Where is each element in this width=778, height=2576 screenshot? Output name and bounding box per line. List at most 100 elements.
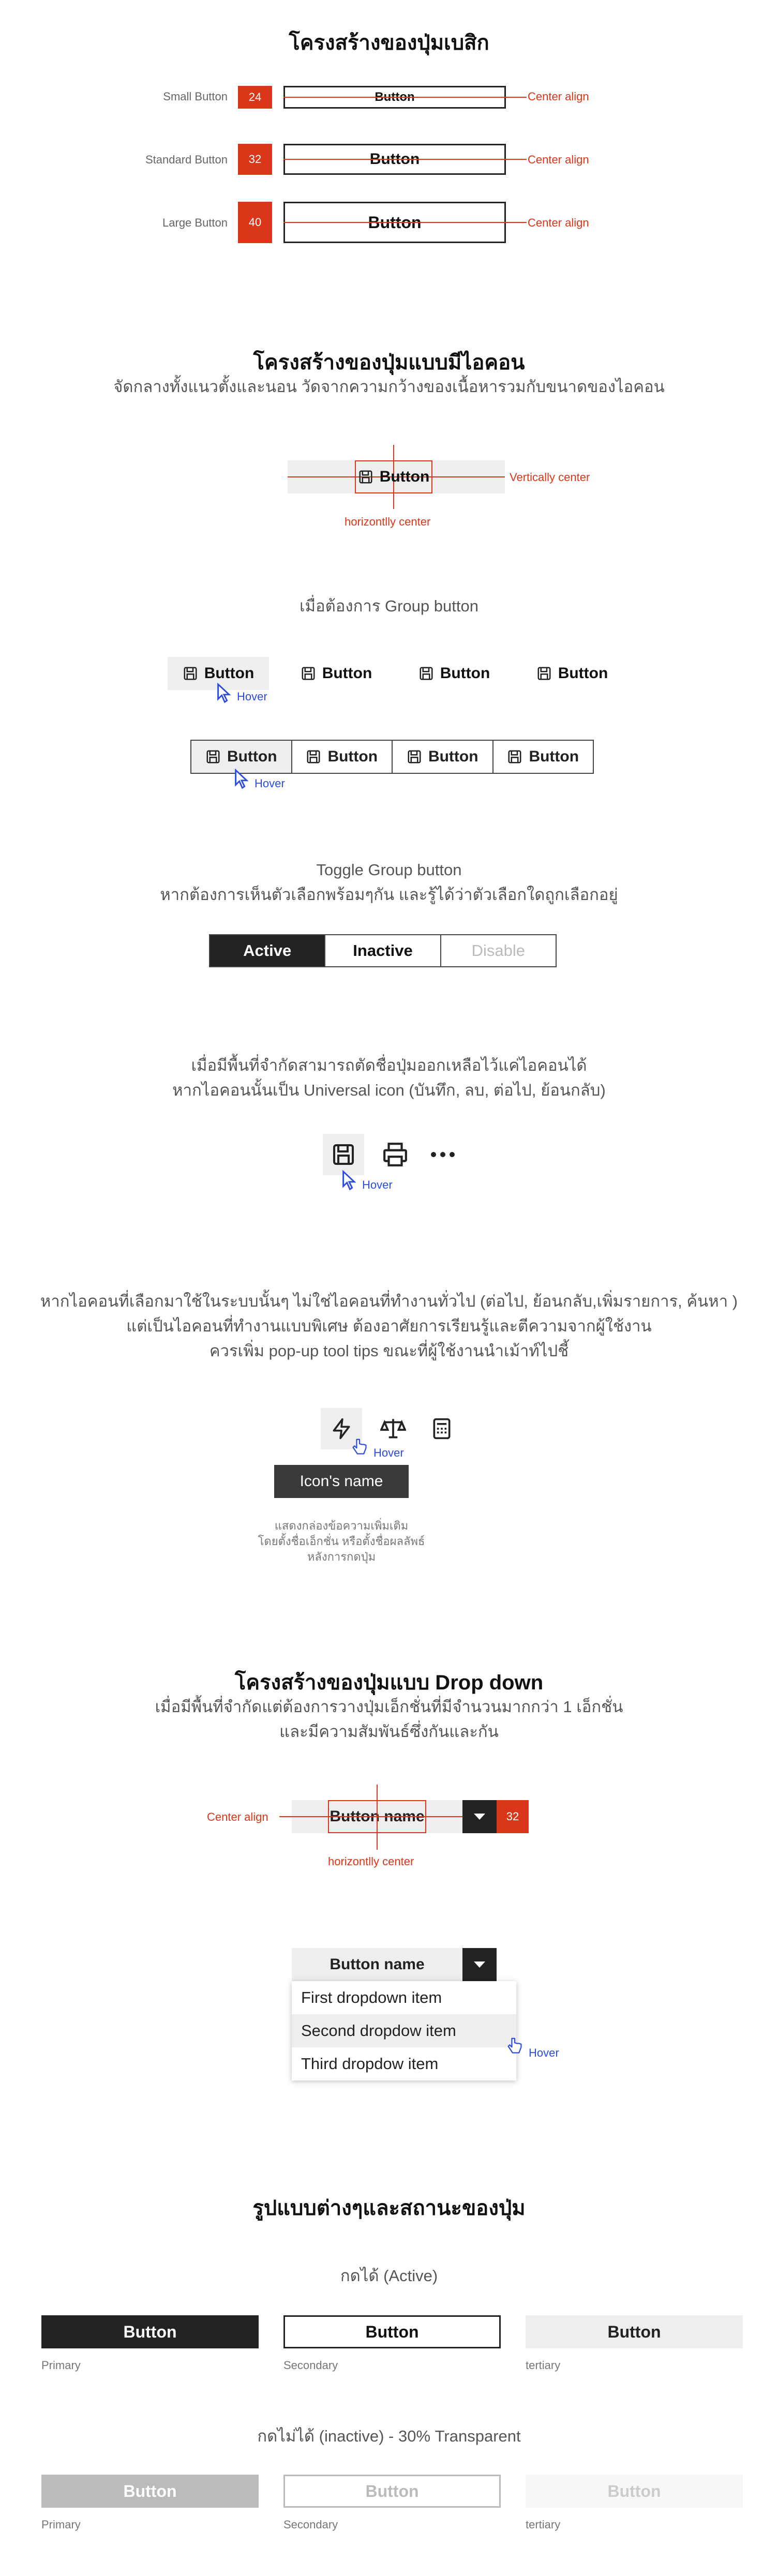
icon-only-line2: หากไอคอนนั้นเป็น Universal icon (บันทึก,… [172,1081,606,1099]
print-icon-button[interactable] [375,1134,416,1175]
standard-button-label: Standard Button [145,153,228,166]
dropdown-toggle[interactable] [462,1800,497,1833]
toggle-active[interactable]: Active [210,935,326,966]
inactive-title: กดไม่ได้ (inactive) - 30% Transparent [257,2427,521,2445]
group-button[interactable]: Button [403,657,505,690]
toggle-inactive[interactable]: Inactive [325,935,441,966]
dropdown-menu: First dropdown item Second dropdow item … [292,1981,516,2080]
tooltip-note3: หลังการกดปุ่ม [307,1550,376,1563]
group-title: เมื่อต้องการ Group button [300,597,478,615]
cursor-hand-icon [506,2037,523,2056]
dropdown-button[interactable]: Button name [292,1948,462,1981]
tooltip-line3: ควรเพิ่ม pop-up tool tips ขณะที่ผู้ใช้งา… [209,1342,569,1360]
flash-icon-button[interactable] [321,1408,362,1449]
center-line [279,1816,462,1817]
center-align-label: Center align [528,153,589,166]
caret-down-icon [473,1813,486,1821]
icon-button[interactable]: Button [355,460,432,493]
segment-button[interactable]: Button [292,741,393,773]
more-icon [430,1151,456,1158]
caret-down-icon [473,1960,486,1969]
save-icon [407,749,422,765]
tooltip-line1: หากไอคอนที่เลือกมาใช้ในระบบนั้นๆ ไม่ใช่ไ… [40,1292,738,1310]
hover-label: Hover [255,777,285,790]
tertiary-button[interactable]: Button [526,2315,743,2348]
more-icon-button[interactable] [422,1134,463,1175]
center-align-label: Center align [528,90,589,103]
segment-label: Button [428,748,478,765]
tertiary-button-disabled: Button [526,2475,743,2508]
group-button-label: Button [558,665,608,682]
group-button[interactable]: Button [286,657,387,690]
center-line [288,476,505,477]
calculator-icon-button[interactable] [421,1408,462,1449]
group-button-label: Button [322,665,372,682]
size-badge: 24 [238,86,272,109]
vertical-center-label: Vertically center [510,471,590,484]
center-line [283,222,527,223]
cursor-arrow-icon [234,769,249,789]
center-line [283,97,527,98]
save-icon-button[interactable] [323,1134,364,1175]
scale-icon-button[interactable] [372,1408,414,1449]
secondary-button-disabled: Button [283,2475,501,2508]
dropdown-line2: และมีความสัมพันธ์ซึ่งกันและกัน [279,1723,499,1741]
dropdown-line1: เมื่อมีพื้นที่จำกัดแต่ต้องการวางปุ่มเอ็ก… [155,1698,623,1716]
save-icon [358,469,373,485]
secondary-button[interactable]: Button [283,2315,501,2348]
tooltip-note1: แสดงกล่องข้อความเพิ่มเติม [274,1519,409,1532]
save-icon [331,1142,356,1167]
lightning-icon [330,1417,353,1440]
print-icon [382,1142,408,1167]
tooltip-note2: โดยตั้งชื่อเอ็กชั่น หรือตั้งชื่อผลลัพธ์ [258,1535,425,1548]
section2-subtitle: จัดกลางทั้งแนวตั้งและนอน วัดจากความกว้าง… [113,378,665,396]
primary-button[interactable]: Button [41,2315,259,2348]
hover-label: Hover [373,1446,404,1459]
horizontal-center-label: horizontlly center [328,1855,414,1868]
tooltip: Icon's name [274,1465,409,1498]
primary-label: Primary [41,2518,81,2531]
segment-button[interactable]: Button [393,741,493,773]
tooltip-line2: แต่เป็นไอคอนที่ทำงานแบบพิเศษ ต้องอาศัยกา… [126,1317,652,1335]
primary-button-disabled: Button [41,2475,259,2508]
save-icon [418,666,434,681]
save-icon [536,666,552,681]
dropdown-item[interactable]: First dropdown item [301,1988,442,2006]
save-icon [205,749,221,765]
save-icon [306,749,321,765]
save-icon [301,666,316,681]
tertiary-label: tertiary [526,2518,561,2531]
secondary-label: Secondary [283,2359,338,2372]
hover-label: Hover [529,2046,559,2059]
group-button[interactable]: Button [521,657,623,690]
hover-label: Hover [237,690,267,703]
dropdown-toggle[interactable] [462,1948,497,1981]
size-badge: 32 [497,1800,529,1833]
toggle-subtitle: หากต้องการเห็นตัวเลือกพร้อมๆกัน และรู้ได… [160,886,618,904]
section2-title: โครงสร้างของปุ่มแบบมีไอคอน [253,351,525,374]
group-button-label: Button [204,665,255,682]
section6-title: โครงสร้างของปุ่มแบบ Drop down [234,1671,544,1694]
cursor-arrow-icon [341,1170,357,1191]
section1-title: โครงสร้างของปุ่มเบสิก [289,32,489,54]
horizontal-center-label: horizontlly center [345,515,431,528]
tertiary-label: tertiary [526,2359,561,2372]
toggle-disabled: Disable [471,941,526,960]
center-align-label: Center align [528,216,589,229]
small-button-label: Small Button [163,90,228,103]
dropdown-item[interactable]: Third dropdow item [301,2055,439,2073]
icon-only-line1: เมื่อมีพื้นที่จำกัดสามารถตัดชื่อปุ่มออกเ… [191,1056,587,1074]
toggle-group: Active Inactive Disable [209,934,557,967]
dropdown-item[interactable]: Second dropdow item [292,2014,516,2047]
center-vline [377,1785,378,1850]
size-badge: 40 [238,202,272,243]
large-button-label: Large Button [162,216,228,229]
center-vline [393,445,394,509]
primary-label: Primary [41,2359,81,2372]
segment-button[interactable]: Button [191,741,292,773]
size-badge: 32 [238,144,272,175]
toggle-title: Toggle Group button [316,861,462,879]
segment-button[interactable]: Button [493,741,593,773]
save-icon [507,749,522,765]
calculator-icon [430,1417,453,1440]
